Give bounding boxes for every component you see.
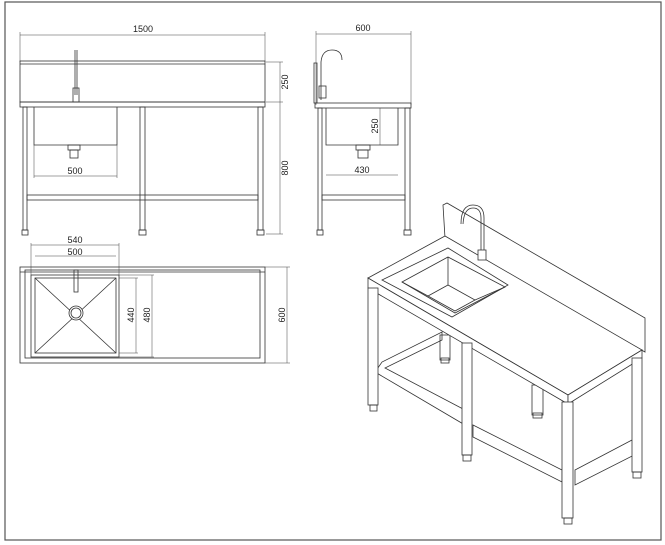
- dimension-width: 1500: [133, 24, 153, 34]
- dimension-inner-length: 440: [126, 307, 136, 322]
- front-view: 1500 500 250 800: [19, 24, 290, 236]
- dimension-bowl-depth: 250: [370, 118, 380, 133]
- sink-bowl: [381, 247, 509, 318]
- lower-shelf: [26, 194, 259, 201]
- table-top: [19, 266, 266, 364]
- sink-bowl: [34, 277, 117, 354]
- backsplash: [19, 60, 266, 103]
- side-view: 600 250 430: [313, 23, 412, 236]
- dimension-bowl-width: 430: [354, 165, 369, 175]
- dimension-depth: 600: [277, 307, 287, 322]
- dimension-inner-width: 500: [67, 247, 82, 257]
- top-view: 540 500 440 480 600: [19, 235, 290, 364]
- dimension-outer-length: 480: [142, 307, 152, 322]
- countertop: [314, 102, 412, 109]
- backsplash: [442, 202, 646, 353]
- faucet: [73, 269, 79, 293]
- drawing-frame: [4, 1, 662, 541]
- countertop: [19, 101, 266, 108]
- isometric-view: [367, 202, 646, 525]
- dimension-depth: 600: [355, 23, 370, 33]
- dimension-height: 800: [280, 160, 290, 175]
- dimension-backsplash: 250: [280, 74, 290, 89]
- dimension-bowl-width: 500: [67, 166, 82, 176]
- faucet: [72, 87, 80, 103]
- sink-bowl: [33, 107, 118, 146]
- faucet: [462, 207, 482, 256]
- faucet-gooseneck: [320, 49, 343, 100]
- dimension-outer-width: 540: [67, 235, 82, 245]
